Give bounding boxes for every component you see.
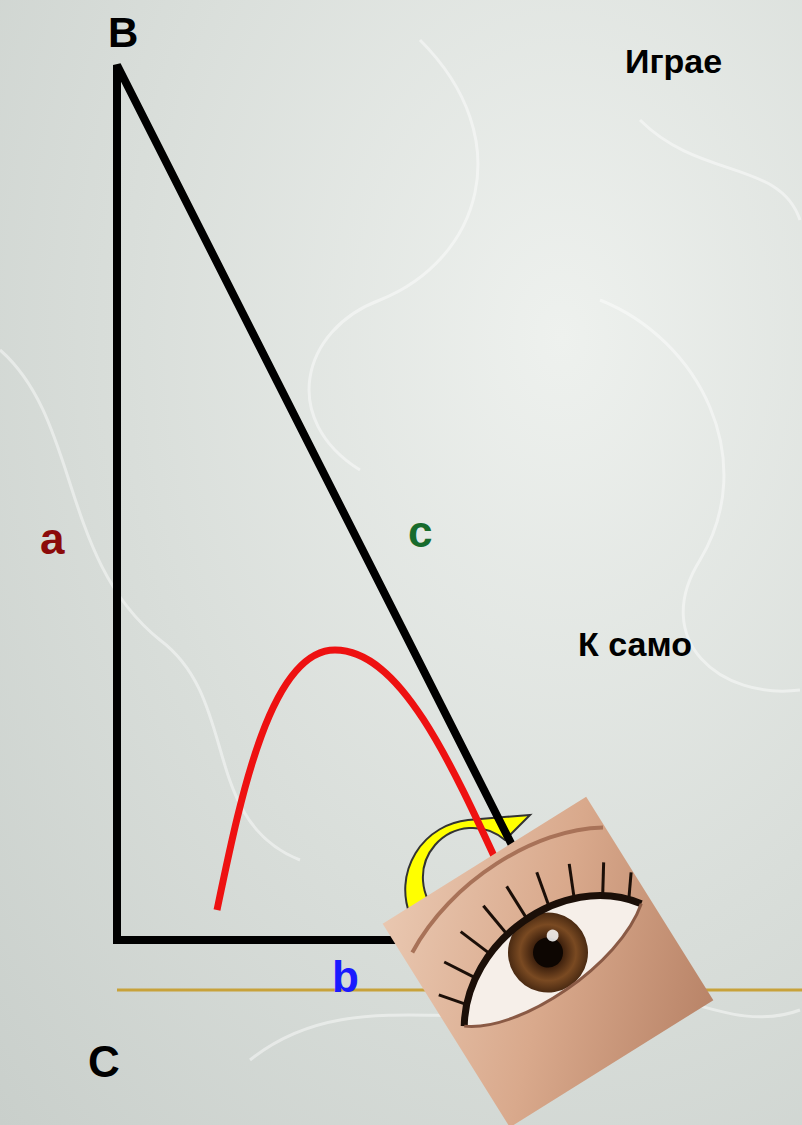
slide-text: К само xyxy=(578,627,692,661)
eye-photo xyxy=(383,797,714,1125)
side-label: a xyxy=(40,517,64,561)
side-label: b xyxy=(332,955,359,999)
right-triangle xyxy=(117,65,560,940)
vertex-label: C xyxy=(88,1040,120,1084)
slide-text: Играе xyxy=(625,44,722,78)
background-swirls xyxy=(0,40,800,1060)
vertex-label: B xyxy=(108,12,138,54)
sight-arc xyxy=(217,650,505,910)
side-label: c xyxy=(408,510,432,554)
